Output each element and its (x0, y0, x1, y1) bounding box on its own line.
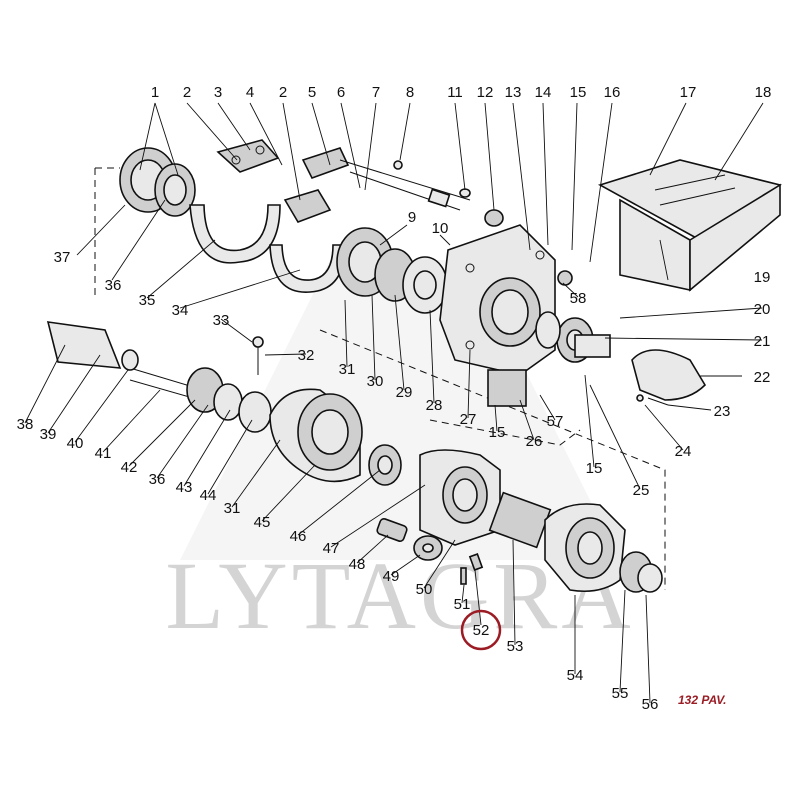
leader-lines (24, 102, 764, 704)
label-36: 36 (105, 277, 122, 294)
end-bushing-56 (619, 551, 663, 593)
label-45: 45 (254, 514, 271, 531)
label-27: 27 (460, 411, 477, 428)
main-shaft (46, 321, 272, 433)
label-11: 11 (447, 84, 463, 101)
label-10: 10 (432, 220, 449, 237)
label-19: 19 (754, 269, 771, 286)
label-39: 39 (40, 426, 57, 443)
bearing-set-1 (119, 147, 196, 217)
label-37: 37 (54, 249, 71, 266)
label-4: 4 (246, 84, 254, 101)
label-15b: 15 (489, 424, 506, 441)
label-22: 22 (754, 369, 771, 386)
gear-drum-45 (269, 388, 363, 483)
label-6: 6 (337, 84, 345, 101)
label-56: 56 (642, 696, 659, 713)
label-24: 24 (675, 443, 692, 460)
label-38: 38 (17, 416, 34, 433)
cup-22 (631, 349, 707, 401)
watermark: LYTAGRA (165, 260, 631, 649)
label-43: 43 (176, 479, 193, 496)
bush-12 (484, 209, 504, 227)
clamp-band-35 (189, 139, 281, 264)
screw-23 (647, 397, 669, 406)
spline-shaft-53 (488, 491, 552, 549)
label-13: 13 (505, 84, 522, 101)
label-58: 58 (570, 290, 587, 307)
label-30: 30 (367, 373, 384, 390)
label-51: 51 (454, 596, 471, 613)
label-31: 31 (339, 361, 356, 378)
label-44: 44 (200, 487, 217, 504)
clamp-band-34 (269, 189, 346, 293)
label-49: 49 (383, 568, 400, 585)
label-33: 33 (213, 312, 230, 329)
highlight-marker-52[interactable]: 52 (460, 609, 502, 651)
nut-58 (557, 270, 573, 286)
label-48: 48 (349, 556, 366, 573)
label-42: 42 (121, 459, 138, 476)
label-34: 34 (172, 302, 189, 319)
label-2: 2 (183, 84, 191, 101)
label-21: 21 (754, 333, 771, 350)
label-26: 26 (526, 433, 543, 450)
label-41: 41 (95, 445, 112, 462)
label-9: 9 (408, 209, 416, 226)
label-29: 29 (396, 384, 413, 401)
label-57: 57 (547, 413, 564, 430)
pin-33 (252, 336, 264, 375)
label-2b: 2 (279, 84, 287, 101)
label-53: 53 (507, 638, 524, 655)
gear-housing-27 (439, 224, 556, 407)
label-23: 23 (714, 403, 731, 420)
label-40: 40 (67, 435, 84, 452)
label-31b: 31 (224, 500, 241, 517)
label-32: 32 (298, 347, 315, 364)
label-8: 8 (406, 84, 414, 101)
ring-housing-54 (544, 503, 626, 593)
label-52: 52 (473, 622, 490, 639)
label-18: 18 (755, 84, 772, 101)
planet-pinion-49 (413, 535, 443, 561)
label-47: 47 (323, 540, 340, 557)
label-12: 12 (477, 84, 494, 101)
label-50: 50 (416, 581, 433, 598)
pin-51 (460, 567, 467, 585)
label-15c: 15 (586, 460, 603, 477)
shift-rod (301, 147, 471, 211)
washer-24 (636, 394, 644, 402)
assembly-outline (94, 167, 666, 590)
shaft-bearings-upper (336, 227, 448, 314)
label-28: 28 (426, 397, 443, 414)
label-25: 25 (633, 482, 650, 499)
label-20: 20 (754, 301, 771, 318)
label-17: 17 (680, 84, 697, 101)
label-15: 15 (570, 84, 587, 101)
highlight-circle (460, 609, 502, 651)
label-16: 16 (604, 84, 621, 101)
label-1: 1 (151, 84, 159, 101)
label-35: 35 (139, 292, 156, 309)
gear-47 (368, 444, 402, 486)
part-labels: 1 2 3 4 2 5 6 7 8 11 12 13 14 15 16 17 1… (17, 84, 772, 713)
needle-roller-48 (376, 518, 408, 542)
label-54: 54 (567, 667, 584, 684)
label-46: 46 (290, 528, 307, 545)
label-7: 7 (372, 84, 380, 101)
label-55: 55 (612, 685, 629, 702)
flange-20 (535, 311, 611, 363)
label-3: 3 (214, 84, 222, 101)
key-52 (468, 553, 484, 571)
label-14: 14 (535, 84, 552, 101)
reference-code: 132 PAV. (678, 693, 726, 707)
carrier-housing-50 (419, 449, 501, 546)
label-5: 5 (308, 84, 316, 101)
label-36b: 36 (149, 471, 166, 488)
